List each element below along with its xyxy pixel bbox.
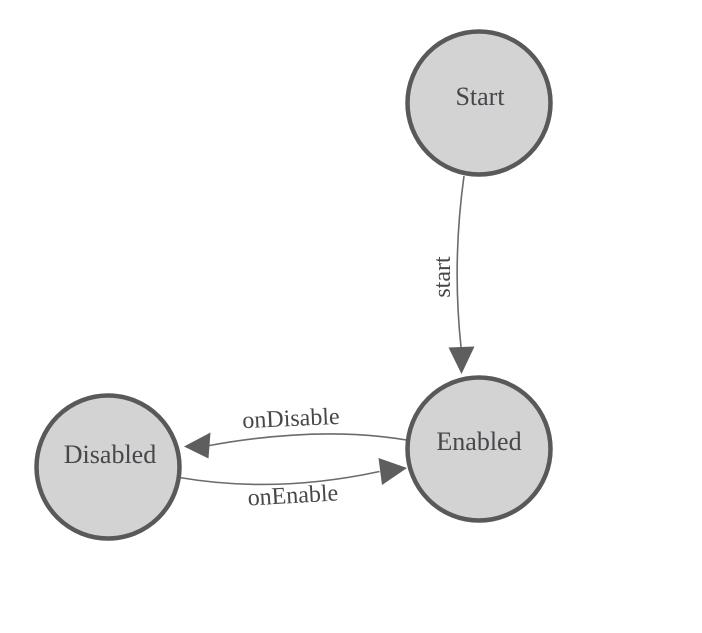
edge-disabled-to-enabled-arrowhead	[378, 458, 407, 485]
state-node-disabled-label: Disabled	[64, 440, 156, 469]
edge-enabled-to-disabled-arrowhead	[184, 432, 211, 459]
state-node-start-circle	[405, 29, 553, 177]
edge-disabled-to-enabled	[179, 470, 380, 486]
edge-label-onenable: onEnable	[247, 480, 339, 511]
state-node-enabled-circle	[405, 375, 553, 523]
state-node-start-label: Start	[455, 82, 505, 111]
edge-label-ondisable: onDisable	[242, 404, 340, 434]
edge-enabled-to-disabled	[209, 433, 407, 447]
edge-start-to-enabled	[456, 175, 465, 348]
state-node-disabled-circle	[34, 393, 182, 541]
state-node-enabled-label: Enabled	[436, 427, 521, 456]
edge-start-to-enabled-arrowhead	[448, 346, 475, 374]
edge-label-start: start	[430, 256, 456, 298]
